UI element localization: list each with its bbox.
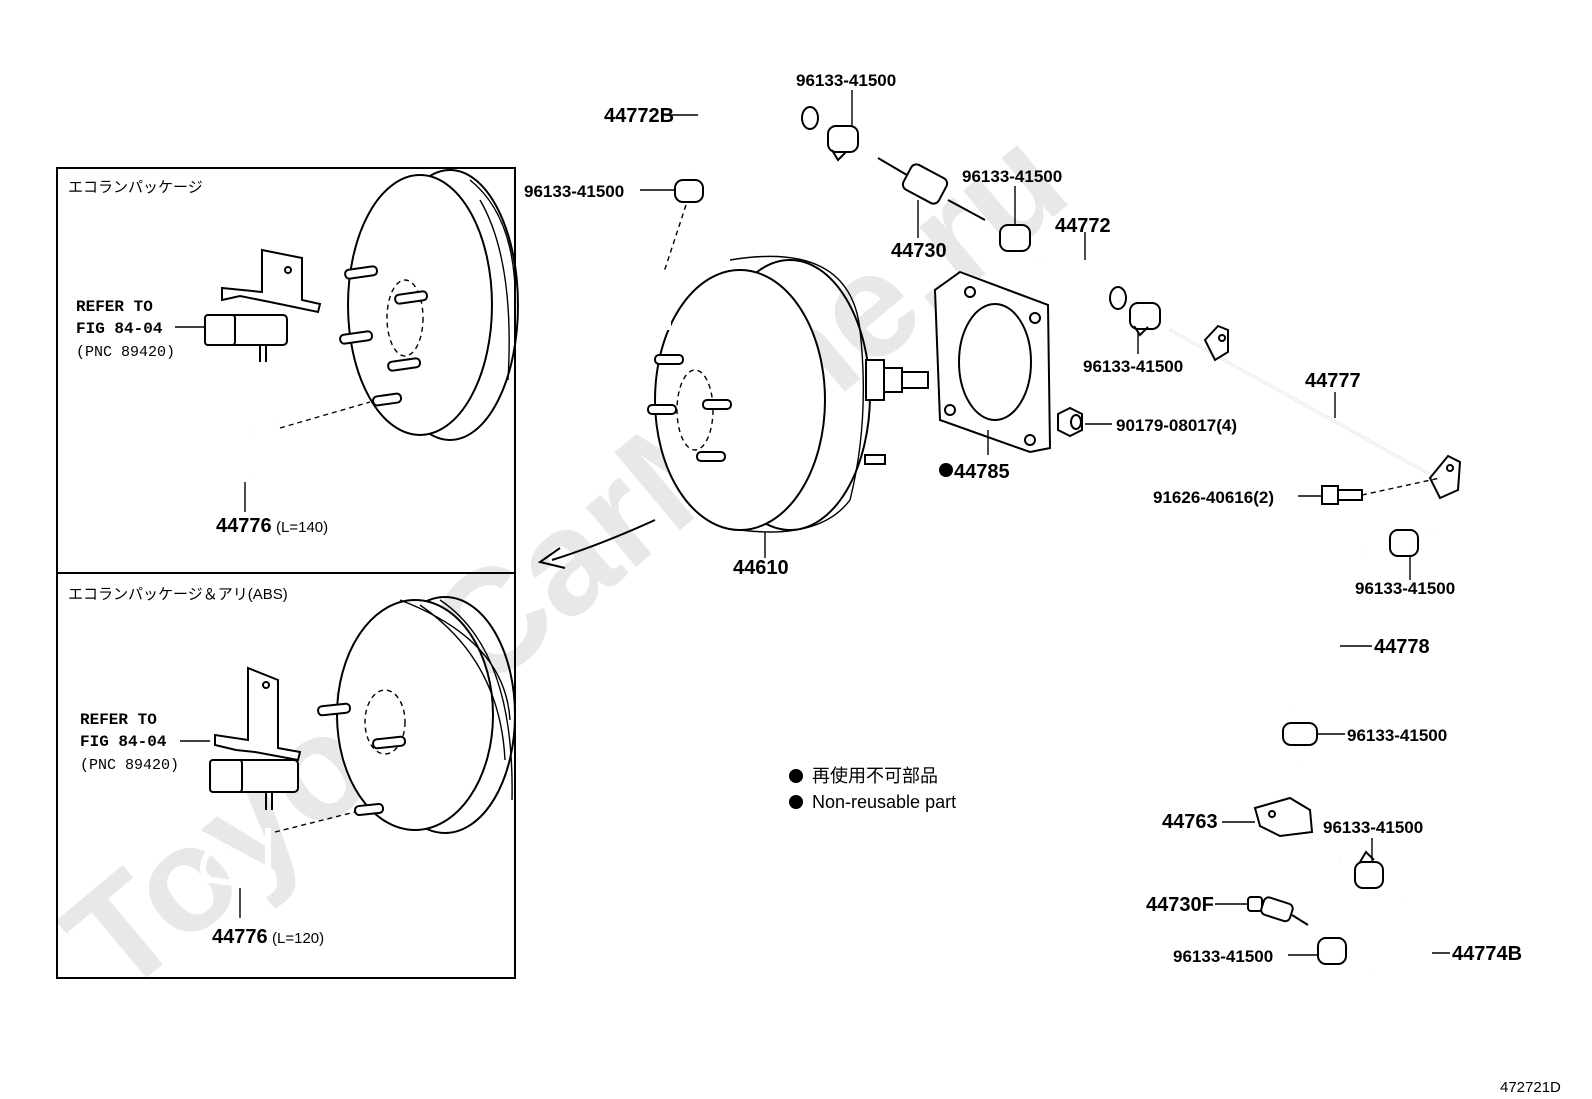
inset-top-title: エコランパッケージ [68,179,203,196]
legend: 再使用不可部品 Non-reusable part [789,766,956,812]
inset-top: エコランパッケージ REFER TO FIG 84-04 (PNC 89420) [68,169,519,537]
inset-bottom-hose-part: 44776 [212,926,268,948]
brake-booster [647,255,929,533]
hose-44772 [1035,249,1127,310]
diagram-id: 472721D [1500,1079,1561,1096]
gasket [933,270,1052,454]
legend-jp: 再使用不可部品 [812,766,938,786]
part-label-clamp-top: 96133-41500 [796,71,896,90]
part-label-44777: 44777 [1305,370,1361,392]
part-label-clamp-lower: 96133-41500 [1323,818,1423,837]
inset-top-hose [227,390,277,484]
inset-bottom-refer-line1: REFER TO [80,711,157,729]
part-label-nut: 90179-08017(4) [1116,416,1237,435]
part-label-44785: 44785 [954,461,1010,483]
inset-bottom-refer-line2: FIG 84-04 [80,733,167,751]
inset-bottom-hose-length: (L=120) [272,930,324,947]
clamp-mid [999,224,1031,252]
part-label-clamp-bottom: 96133-41500 [1173,947,1273,966]
clamp-bottom [1317,937,1347,965]
part-label-44730: 44730 [891,240,947,262]
clamp-lower [1354,850,1384,889]
part-label-clamp-mid: 96133-41500 [962,167,1062,186]
inset-top-refer-line1: REFER TO [76,298,153,316]
part-label-44778: 44778 [1374,636,1430,658]
check-valve-44730 [877,157,986,221]
part-label-bolt: 91626-40616(2) [1153,488,1274,507]
non-reusable-marker [939,463,953,477]
inset-top-booster [339,169,519,441]
legend-jp-marker [789,769,803,783]
inset-top-hose-part: 44776 [216,515,272,537]
clamp-44763 [1282,722,1318,746]
legend-en: Non-reusable part [812,792,956,812]
inset-top-hose-length: (L=140) [276,519,328,536]
part-label-44763: 44763 [1162,811,1218,833]
part-label-clamp-left: 96133-41500 [524,182,624,201]
part-label-44610: 44610 [733,557,789,579]
clamp-right [1129,302,1161,337]
inset-bottom-booster [317,596,516,834]
pipe-44763 [1253,761,1342,862]
part-label-44730F: 44730F [1146,894,1214,916]
inset-bottom-title: エコランパッケージ＆アリ(ABS) [68,586,288,603]
clamp-top [827,125,859,162]
part-label-clamp-right: 96133-41500 [1083,357,1183,376]
part-label-clamp-44763: 96133-41500 [1347,726,1447,745]
hose-44772B [681,90,819,173]
inset-bottom: エコランパッケージ＆アリ(ABS) REFER TO FIG 84-04 (PN… [68,586,516,948]
inset-top-refer-line2: FIG 84-04 [76,320,163,338]
watermark: ToyotaCarMine.ru [35,96,1096,1024]
inset-bottom-hose [200,828,271,889]
inset-bottom-refer-line3: (PNC 89420) [80,757,179,774]
inset-top-refer-line3: (PNC 89420) [76,344,175,361]
nut [1057,406,1083,438]
hose-44774B [1363,890,1442,992]
legend-en-marker [789,795,803,809]
part-label-44772B: 44772B [604,105,674,127]
hose-44778 [1280,542,1368,713]
bolt [1321,485,1363,505]
part-label-clamp-44778: 96133-41500 [1355,579,1455,598]
clamp-44778 [1389,529,1419,557]
check-valve-44730F [1247,896,1309,926]
inset-bottom-sensor [209,666,302,810]
clamp-left [674,179,704,203]
inset-top-sensor [204,248,322,362]
part-label-44774B: 44774B [1452,943,1522,965]
part-label-44772: 44772 [1055,215,1111,237]
pipe-44777 [1169,324,1480,533]
